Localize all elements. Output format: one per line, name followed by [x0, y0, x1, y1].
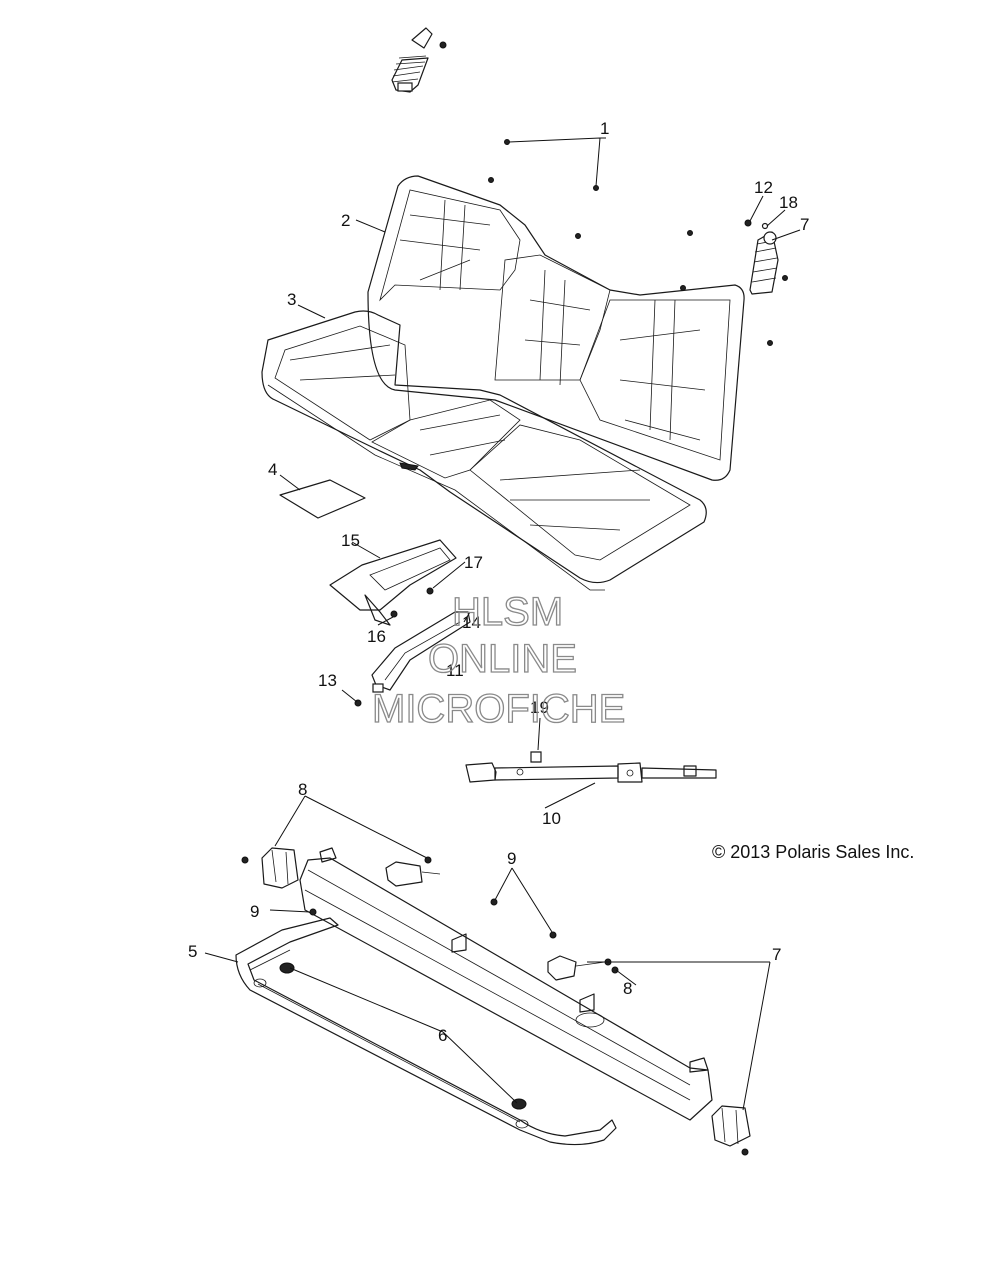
copyright-notice: © 2013 Polaris Sales Inc.: [712, 842, 914, 862]
leader-lines: [204, 137, 801, 1111]
belt-retractor-left: [241, 847, 299, 889]
watermark-line-1: HLSM: [452, 590, 563, 634]
belt-retractor-right: [711, 1105, 751, 1156]
nuts-9: [309, 898, 557, 939]
callout-16: 16: [367, 627, 386, 646]
callout-numbers: 1 2 3 4 15 17 16 14 11 13 19 10 12 18 7 …: [188, 119, 809, 1045]
screw-16: [390, 610, 398, 618]
screw-17: [426, 587, 434, 595]
callout-2: 2: [341, 211, 350, 230]
spring-assembly-top: [391, 27, 447, 93]
callout-1: 1: [600, 119, 609, 138]
callout-13: 13: [318, 671, 337, 690]
callout-8-upper: 8: [298, 780, 307, 799]
spring-assembly-right: [744, 219, 779, 295]
screws-set-1: [488, 139, 788, 346]
callout-9-lower: 9: [250, 902, 259, 921]
callout-7-upper: 7: [800, 215, 809, 234]
callout-7-lower: 7: [772, 945, 781, 964]
belt-buckle-right: [547, 955, 619, 981]
callout-5: 5: [188, 942, 197, 961]
callout-9-upper: 9: [507, 849, 516, 868]
watermark: HLSM ONLINE MICROFICHE: [371, 589, 626, 731]
callout-12: 12: [754, 178, 773, 197]
callout-3: 3: [287, 290, 296, 309]
seat-back: [367, 175, 745, 481]
plug-19: [530, 751, 542, 763]
callout-17: 17: [464, 553, 483, 572]
seat-bracket-plate: [329, 539, 457, 626]
callout-14: 14: [462, 613, 481, 632]
callout-18: 18: [779, 193, 798, 212]
callout-4: 4: [268, 460, 277, 479]
seat-bottom: [261, 310, 707, 591]
callout-11: 11: [446, 661, 464, 680]
callout-6: 6: [438, 1026, 447, 1045]
label-pad: [279, 479, 366, 519]
callout-8-lower: 8: [623, 979, 632, 998]
callout-10: 10: [542, 809, 561, 828]
callout-19: 19: [530, 698, 549, 717]
seat-base-frame: [235, 847, 713, 1146]
belt-buckle-left: [385, 856, 441, 887]
latch-bracket: [371, 611, 471, 693]
callout-15: 15: [341, 531, 360, 550]
seat-belt: [465, 762, 717, 783]
watermark-line-3: MICROFICHE: [372, 687, 625, 731]
watermark-line-2: ONLINE: [428, 637, 577, 681]
